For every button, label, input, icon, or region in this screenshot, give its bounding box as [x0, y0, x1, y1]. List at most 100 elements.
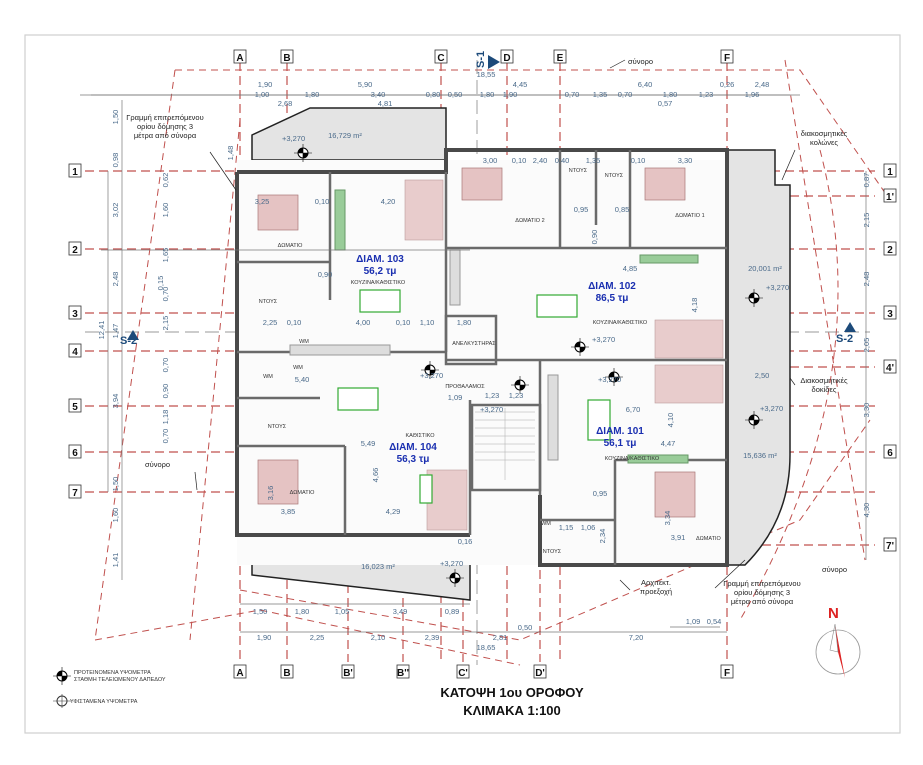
elevation-label: +3,270 [592, 335, 615, 344]
apartment-name: ΔΙΑΜ. 102 [588, 281, 636, 292]
dimension-label: 1,05 [335, 607, 350, 616]
svg-text:S-2: S-2 [836, 333, 853, 345]
elevation-label: +3,270 [766, 283, 789, 292]
dimension-label: 3,49 [393, 607, 408, 616]
dimension-label: 2,50 [755, 371, 770, 380]
decorative-beams-note: δοκίδες [812, 385, 837, 394]
dimension-label: 0,70 [565, 90, 580, 99]
dimension-label: 1,09 [686, 617, 701, 626]
svg-text:D': D' [535, 668, 545, 679]
sofa [654, 319, 724, 359]
elevation-marker-icon [511, 376, 529, 394]
balcony-area: 20,001 m² [748, 264, 782, 273]
dimension-label: 1,90 [258, 80, 273, 89]
grid-label-E: E [553, 49, 567, 64]
balcony-area: 15,636 m² [743, 451, 777, 460]
svg-text:A: A [236, 668, 243, 679]
stairs [475, 408, 535, 480]
dimension-label: 1,35 [593, 90, 608, 99]
elevation-label: +3,270 [282, 134, 305, 143]
svg-text:S-2: S-2 [120, 335, 137, 347]
svg-text:F: F [724, 53, 730, 64]
boundary-label: σύνορο [628, 57, 653, 66]
dimension-label: 1,35 [586, 156, 601, 165]
proposed-elevation-icon [53, 667, 71, 685]
sofa [404, 179, 444, 241]
dimension-label: 1,23 [699, 90, 714, 99]
grid-label-F: F [720, 49, 734, 64]
balcony-right [726, 149, 791, 566]
dimension-label: 0,87 [862, 173, 871, 188]
dimension-label: 2,48 [111, 272, 120, 287]
dimension-label: 0,95 [593, 489, 608, 498]
dimension-label: 1,48 [226, 146, 235, 161]
kitchen-counter [547, 374, 559, 461]
dimension-label: 0,95 [574, 205, 589, 214]
dimension-label: 6,40 [638, 80, 653, 89]
room-label: WM [541, 521, 551, 527]
dimension-label: 3,30 [678, 156, 693, 165]
svg-text:D: D [503, 53, 510, 64]
dimension-label: 2,34 [598, 529, 607, 544]
elevation-label: +3,270 [480, 405, 503, 414]
dimension-label: 4,47 [661, 439, 676, 448]
grid-label-6: 6 [68, 444, 82, 459]
dimension-label: 1,96 [745, 90, 760, 99]
dimension-label: 5,90 [358, 80, 373, 89]
dimension-label: 0,70 [161, 358, 170, 373]
elevation-marker-icon [745, 411, 763, 429]
bed [461, 167, 503, 201]
dimension-label: 0,70 [618, 90, 633, 99]
room-label: ΝΤΟΥΣ [543, 549, 562, 555]
room-label: ΔΩΜΑΤΙΟ 2 [515, 218, 544, 224]
grid-label-Bp: B' [341, 664, 355, 679]
dimension-label: 1,80 [663, 90, 678, 99]
dimension-label: 1,80 [480, 90, 495, 99]
elevation-marker-icon [745, 289, 763, 307]
dimension-label: 1,60 [111, 508, 120, 523]
svg-text:7: 7 [72, 488, 78, 499]
bed [654, 471, 696, 518]
dining-table [587, 399, 611, 441]
dimension-label: 0,50 [518, 623, 533, 632]
elevation-marker-icon [421, 361, 439, 379]
elevation-markers [294, 144, 763, 587]
grid-label-3: 3 [68, 305, 82, 320]
dimension-label: 1,47 [111, 324, 120, 339]
legend-existing-label: ΥΦΙΣΤΑΜΕΝΑ ΥΨΟΜΕΤΡΑ [70, 699, 138, 705]
room-label: ΝΤΟΥΣ [569, 168, 588, 174]
svg-text:4: 4 [72, 347, 78, 358]
setback-note: μέτρα από σύνορα [731, 597, 794, 606]
dimension-label: 1,80 [295, 607, 310, 616]
svg-text:7': 7' [886, 541, 894, 552]
room-label: ΑΝΕΛΚΥΣΤΗΡΑΣ [452, 341, 496, 347]
kitchen-counter [449, 249, 461, 306]
dimension-label: 1,10 [420, 318, 435, 327]
setback-note: ορίου δόμησης 3 [734, 588, 790, 597]
setback-note: ορίου δόμησης 3 [137, 122, 193, 131]
dimension-label: 1,65 [161, 248, 170, 263]
grid-label-B: B [280, 664, 294, 679]
dimension-label: 18,65 [477, 643, 496, 652]
setback-note: Γραμμή επιτρεπόμενου [723, 579, 800, 588]
dimension-label: 12,41 [97, 321, 106, 340]
tv-unit [334, 189, 346, 251]
dimension-label: 3,30 [862, 403, 871, 418]
dimension-label: 4,20 [381, 197, 396, 206]
elevation-label: +3,270 [760, 404, 783, 413]
grid-label-5: 5 [68, 398, 82, 413]
section-marker-s2-right: S-2 [836, 322, 856, 345]
dimension-label: 2,25 [310, 633, 325, 642]
dimension-label: 1,90 [503, 90, 518, 99]
grid-label-1: 1 [883, 163, 897, 178]
kitchen-counter [289, 344, 391, 356]
grid-label-F: F [720, 664, 734, 679]
dimension-label: 2,15 [161, 316, 170, 331]
svg-text:5: 5 [72, 402, 78, 413]
north-arrow: N [815, 605, 861, 678]
room-label: ΔΩΜΑΤΙΟ 1 [675, 213, 704, 219]
leader-arrow [619, 579, 631, 591]
setback-note: μέτρα από σύνορα [134, 131, 197, 140]
projection-note: Αρχιτεκτ. [641, 578, 671, 587]
dimension-label: 4,30 [862, 503, 871, 518]
